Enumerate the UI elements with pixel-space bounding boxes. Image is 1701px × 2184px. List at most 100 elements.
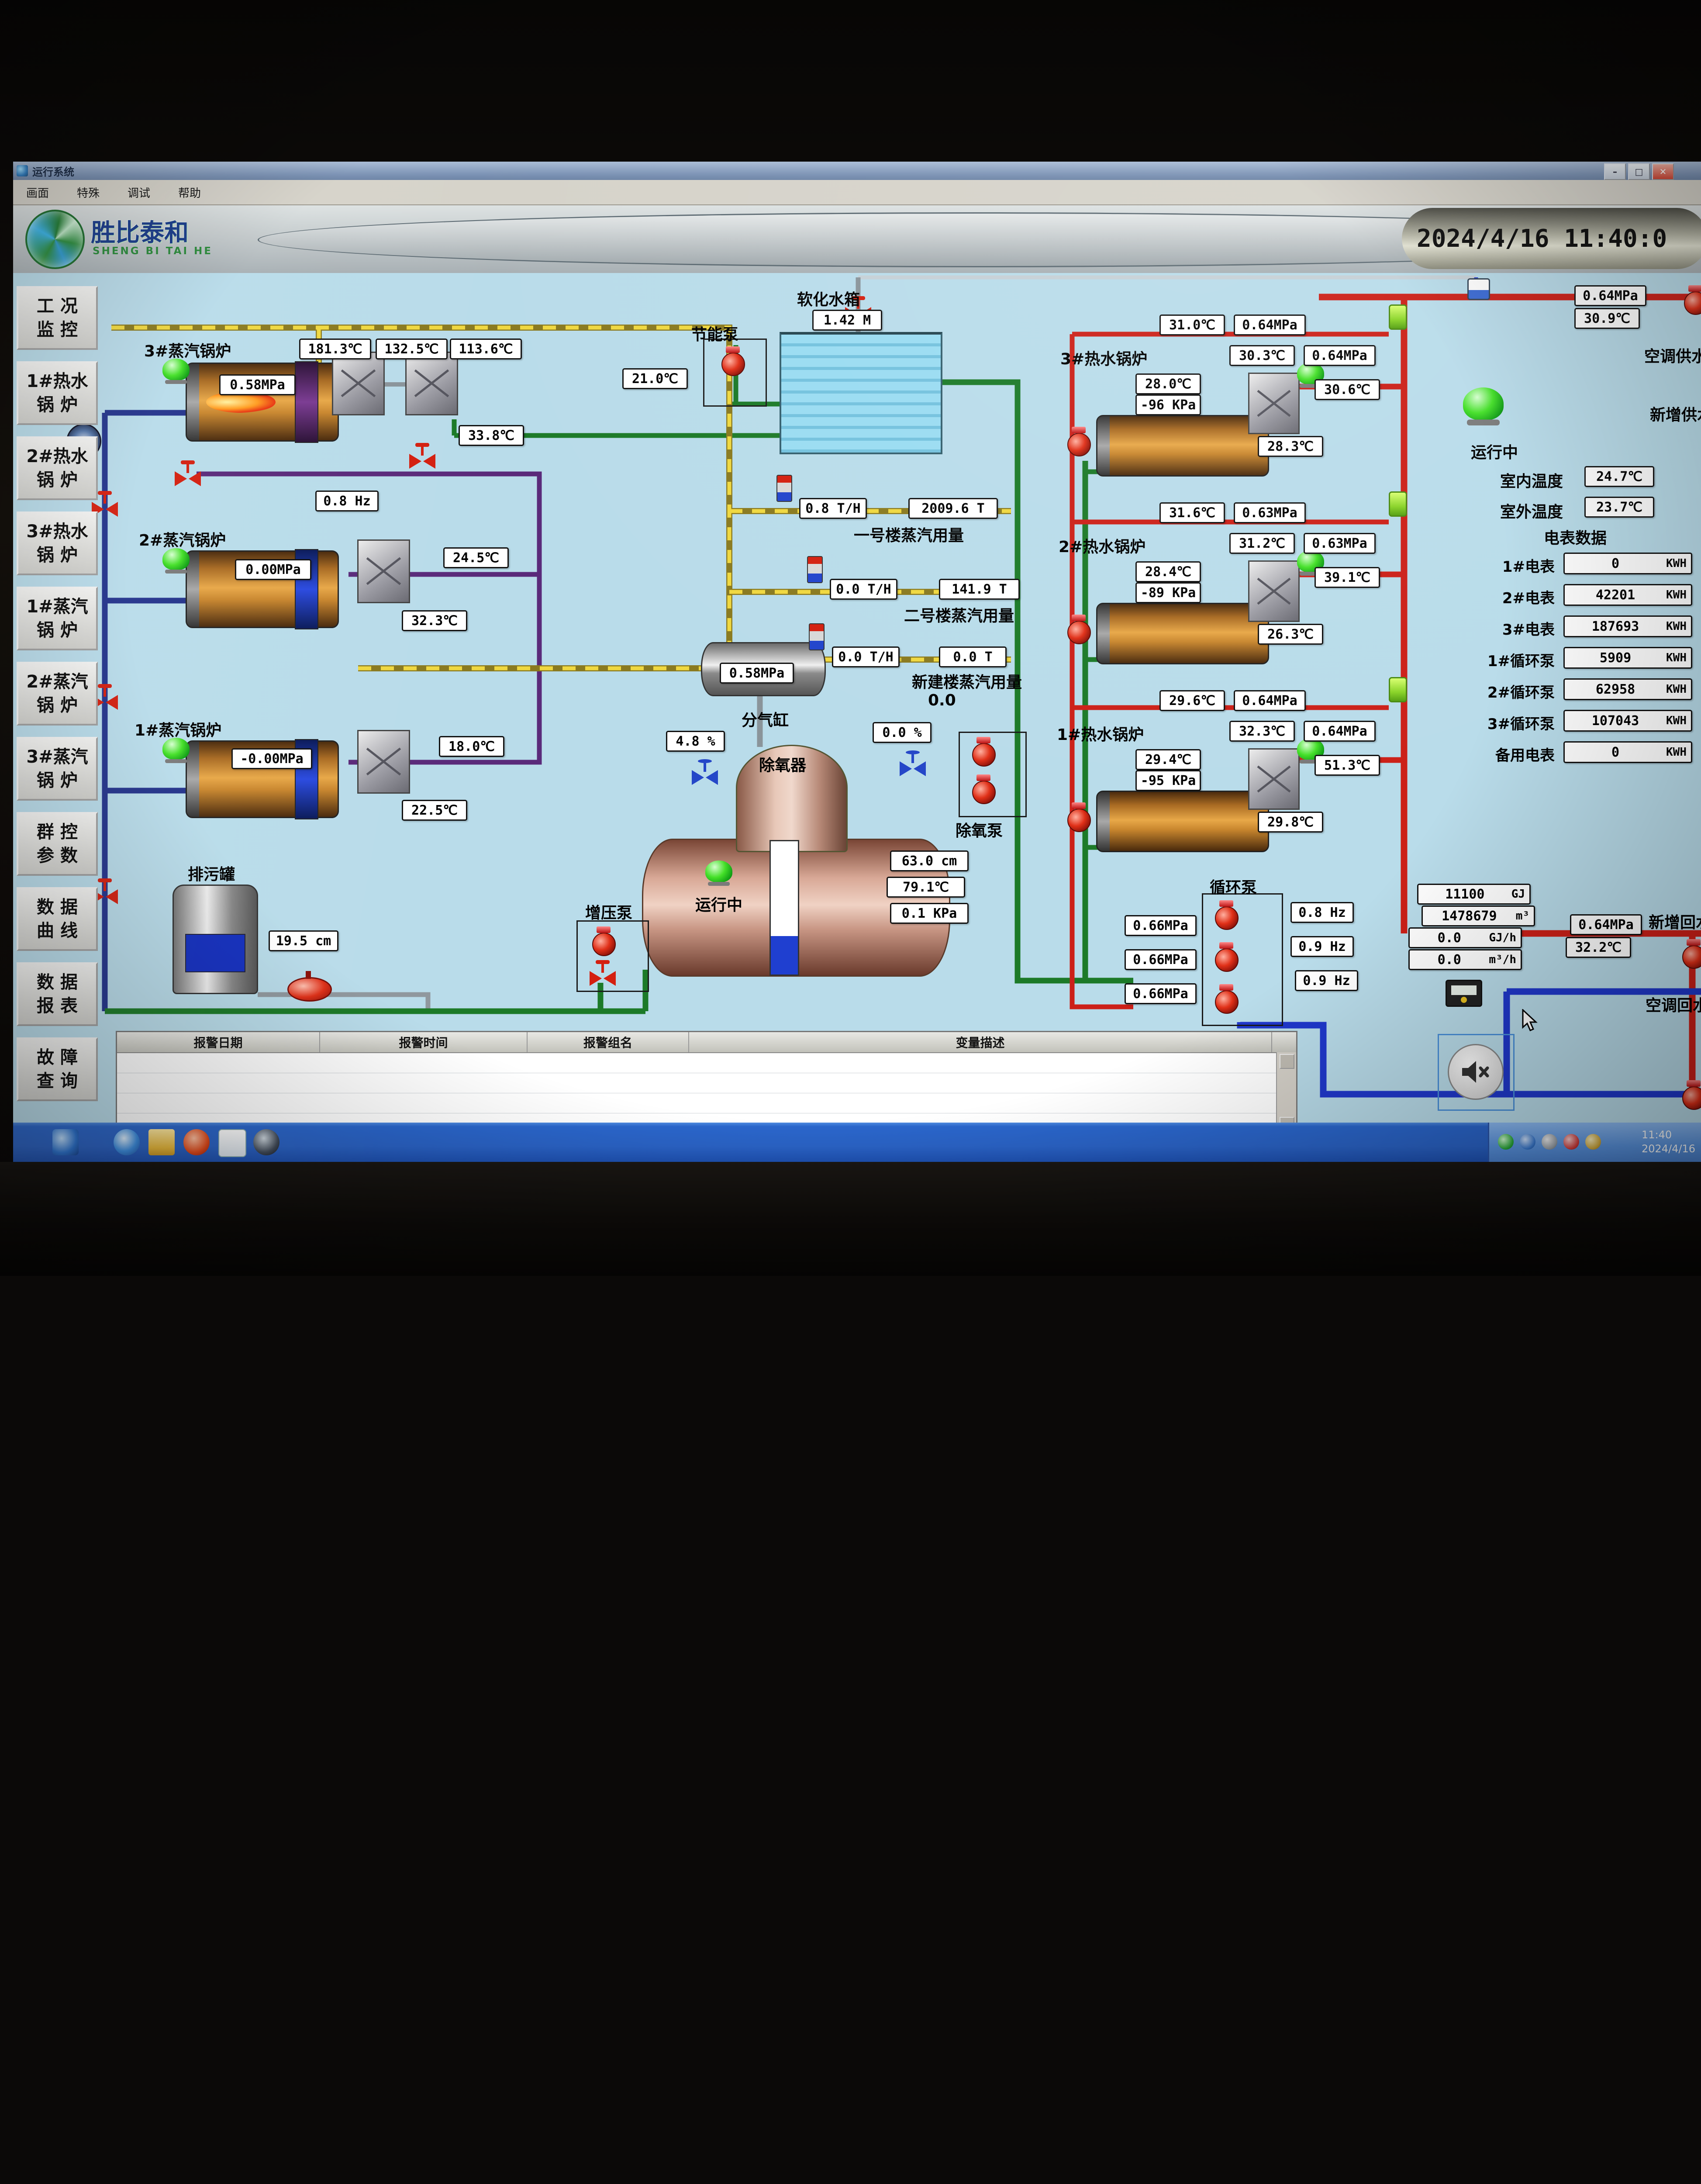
alarm-col-time[interactable]: 报警时间 [320,1032,528,1052]
close-button[interactable]: ✕ [1652,163,1674,180]
hw2-vacuum: -89 KPa [1135,582,1201,603]
circ-pressure-1: 0.66MPa [1125,915,1197,936]
sidebar-item-hw-boiler-3[interactable]: 3#热水锅 炉 [17,511,98,575]
system-status-light [1463,387,1504,425]
sidebar-item-group-params[interactable]: 群 控参 数 [17,812,98,876]
sidebar-item-monitoring[interactable]: 工 况监 控 [17,286,98,350]
alarm-row-empty [117,1053,1296,1073]
hw-boiler-2-label: 2#热水锅炉 [1059,534,1146,557]
taskbar-browser-icon[interactable] [114,1129,140,1155]
monitor-bezel: DELL [0,1162,1701,1276]
sb3-status-light [162,359,190,384]
sidebar-item-steam-boiler-3[interactable]: 3#蒸汽锅 炉 [17,737,98,801]
system-running-label: 运行中 [1471,440,1518,463]
alarm-vertical-scrollbar[interactable] [1276,1052,1296,1133]
alarm-col-group[interactable]: 报警组名 [528,1032,689,1052]
return-pressure: 0.64MPa [1570,914,1642,935]
alarm-table: 报警日期 报警时间 报警组名 变量描述 [116,1031,1297,1135]
meter-row-label: 3#电表 [1467,618,1555,639]
new-return-label: 新增回水 [1649,910,1701,933]
deaerator-pump-label: 除氧泵 [956,818,1003,841]
eco-pump-temp: 21.0℃ [622,368,688,389]
window-titlebar: 运行系统 – □ ✕ [13,162,1701,180]
hw1-return-pressure: 0.64MPa [1304,721,1376,742]
menu-special[interactable]: 特殊 [73,183,103,202]
taskbar-folder-icon[interactable] [148,1129,175,1155]
sb1-heat-exchanger [357,730,410,794]
sight-glass-level [771,936,798,975]
start-button[interactable] [52,1129,79,1155]
taskbar-media-icon[interactable] [183,1129,210,1155]
hw-boiler-2 [1096,603,1269,664]
hw3-return-pressure: 0.64MPa [1304,345,1376,366]
hw3-burner-pump-icon [1066,427,1092,456]
usage1-flow: 0.8 T/H [799,498,867,519]
usage2-flow: 0.0 T/H [830,579,897,600]
hw2-temp: 28.4℃ [1135,561,1201,582]
mouse-cursor [1522,1009,1540,1033]
hw2-supply-temp: 31.6℃ [1159,502,1225,523]
boiler-cap [1097,604,1110,663]
alarm-col-date[interactable]: 报警日期 [117,1032,320,1052]
circ-pressure-3: 0.66MPa [1125,983,1197,1004]
boiler-end-section [295,361,318,443]
sidebar-item-hw-boiler-2[interactable]: 2#热水锅 炉 [17,436,98,500]
usage3-label: 新建楼蒸汽用量 [912,670,1022,692]
usage3-flow: 0.0 T/H [832,646,900,667]
tray-volume-icon[interactable] [1542,1134,1557,1150]
taskbar-app-icon[interactable] [253,1129,279,1155]
hw2-heat-exchanger [1248,560,1300,622]
tray-shield-icon[interactable] [1498,1134,1514,1150]
deaerator-pct1: 4.8 % [666,731,725,752]
tray-status-icon[interactable] [1585,1134,1601,1150]
meter-row-label: 2#电表 [1467,586,1555,608]
usage3-total: 0.0 T [939,646,1007,667]
window-title: 运行系统 [32,163,74,179]
menu-help[interactable]: 帮助 [175,183,204,202]
maximize-button[interactable]: □ [1628,163,1650,180]
soft-water-level: 1.42 M [812,310,882,331]
sidebar-item-steam-boiler-1[interactable]: 1#蒸汽锅 炉 [17,587,98,650]
alarm-col-desc[interactable]: 变量描述 [689,1032,1272,1052]
datetime-display: 2024/4/16 11:40:0 [1417,225,1667,253]
supply-temp: 30.9℃ [1574,308,1640,329]
tray-network-icon[interactable] [1520,1134,1535,1150]
ac-supply-label: 空调供水 [1644,344,1701,366]
hw3-heat-exchanger [1248,373,1300,434]
menu-debug[interactable]: 调试 [124,183,154,202]
minimize-button[interactable]: – [1604,163,1626,180]
meter-row-label: 2#循环泵 [1467,681,1555,702]
circ-pump-icon [1213,984,1239,1013]
taskbar-clock[interactable]: 11:40 2024/4/16 [1642,1128,1698,1156]
mute-button[interactable] [1448,1044,1504,1100]
sidebar-item-data-reports[interactable]: 数 据报 表 [17,962,98,1026]
taskbar-document-icon[interactable] [218,1129,246,1157]
sb2-status-light [162,548,190,574]
return-pump-icon [1680,1080,1701,1109]
deaerator-sight-glass [769,840,799,976]
menu-bar: 画面 特殊 调试 帮助 [13,180,1701,205]
company-name-cn: 胜比泰和 [91,213,189,249]
sidebar-item-fault-query[interactable]: 故 障查 询 [17,1037,98,1101]
menu-screen[interactable]: 画面 [23,183,52,202]
sidebar-item-hw-boiler-1[interactable]: 1#热水锅 炉 [17,361,98,425]
deaerator-pump-icon [970,737,997,766]
sidebar-item-steam-boiler-2[interactable]: 2#蒸汽锅 炉 [17,662,98,726]
taskbar: 11:40 2024/4/16 [13,1123,1701,1162]
supply-pump-icon [1682,285,1701,314]
outdoor-temp: 23.7℃ [1584,497,1654,518]
flow-sensor-icon [807,556,823,583]
indoor-temp: 24.7℃ [1584,466,1654,487]
tray-alert-icon[interactable] [1563,1134,1579,1150]
sidebar-item-data-curves[interactable]: 数 据曲 线 [17,887,98,951]
deaerator-pressure: 0.1 KPa [890,903,969,924]
system-tray: 11:40 2024/4/16 [1488,1123,1701,1162]
hw1-vacuum: -95 KPa [1135,770,1201,791]
flow-meter-icon [1467,278,1490,300]
valve-icon [174,460,202,487]
blowdown-liquid [185,934,245,972]
